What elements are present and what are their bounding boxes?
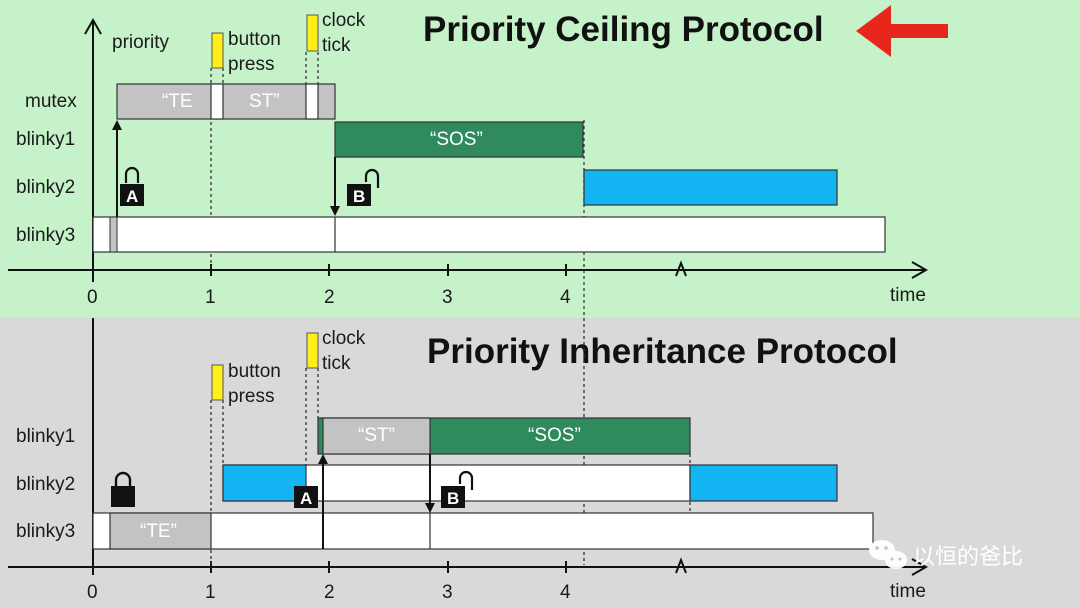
bottom-blinky1-text-b: “SOS” xyxy=(528,425,581,446)
button-press-event-marker xyxy=(211,364,224,401)
bottom-marker-b-text: B xyxy=(447,489,459,508)
top-tick-3: 3 xyxy=(442,287,453,308)
clock-tick-event-marker xyxy=(306,332,319,369)
top-tick-2: 2 xyxy=(324,287,335,308)
bottom-tick-4: 4 xyxy=(560,582,571,603)
top-x-axis-label: time xyxy=(890,285,926,306)
bottom-axis-break xyxy=(675,557,687,574)
top-tick-0: 0 xyxy=(87,287,98,308)
top-marker-a-text: A xyxy=(126,187,138,206)
lock-open-icon xyxy=(364,168,380,188)
top-event-button-line2: press xyxy=(228,54,274,75)
top-panel-background xyxy=(0,0,1080,318)
bottom-title: Priority Inheritance Protocol xyxy=(427,332,898,371)
button-press-event-marker xyxy=(211,32,224,69)
top-blinky3-bar xyxy=(92,216,886,253)
top-event-clock-line2: tick xyxy=(322,35,351,56)
bottom-x-axis-label: time xyxy=(890,581,926,602)
top-row-label-mutex: mutex xyxy=(25,91,77,112)
bottom-row-label-blinky2: blinky2 xyxy=(16,474,75,495)
top-mutex-bar: “TE ST” xyxy=(116,83,336,120)
bottom-event-button-line1: button xyxy=(228,361,281,382)
top-mutex-text-a: “TE xyxy=(162,91,193,112)
top-axis-break xyxy=(675,260,687,277)
bottom-tick-0: 0 xyxy=(87,582,98,603)
bottom-blinky1-bar: “ST” “SOS” xyxy=(317,417,691,455)
watermark-text: 以恒的爸比 xyxy=(913,545,1023,570)
top-y-axis-label: priority xyxy=(112,32,170,53)
bottom-event-clock-line1: clock xyxy=(322,328,366,349)
top-title: Priority Ceiling Protocol xyxy=(423,10,824,49)
top-blinky1-bar xyxy=(334,121,584,158)
top-mutex-text-b: ST” xyxy=(249,91,280,112)
bottom-blinky3-bar: “TE” xyxy=(92,512,874,550)
top-tick-1: 1 xyxy=(205,287,216,308)
bottom-marker-a: A xyxy=(294,486,318,508)
bottom-row-label-blinky1: blinky1 xyxy=(16,426,75,447)
lock-closed-icon xyxy=(124,166,140,183)
top-marker-b-text: B xyxy=(353,187,365,206)
bottom-marker-a-text: A xyxy=(300,489,312,508)
bottom-blinky3-text: “TE” xyxy=(140,521,177,542)
top-marker-a: A xyxy=(120,184,144,206)
padlock-icon xyxy=(111,471,135,507)
clock-tick-event-marker xyxy=(306,14,319,52)
bottom-blinky1-text-a: “ST” xyxy=(358,425,395,446)
top-row-label-blinky1: blinky1 xyxy=(16,129,75,150)
red-arrow-icon xyxy=(856,5,948,57)
top-blinky2-bar xyxy=(583,169,838,206)
bottom-event-clock-line2: tick xyxy=(322,353,351,374)
top-event-clock-line1: clock xyxy=(322,10,366,31)
top-tick-4: 4 xyxy=(560,287,571,308)
bottom-tick-2: 2 xyxy=(324,582,335,603)
bottom-tick-3: 3 xyxy=(442,582,453,603)
top-blinky1-text: “SOS” xyxy=(430,129,483,150)
bottom-row-label-blinky3: blinky3 xyxy=(16,521,75,542)
bottom-event-button-line2: press xyxy=(228,386,274,407)
top-panel: Priority Ceiling Protocol priority time … xyxy=(0,0,1080,318)
wechat-icon xyxy=(869,540,907,569)
wechat-watermark: 以恒的爸比 xyxy=(869,540,1023,570)
top-marker-b: B xyxy=(347,184,371,206)
top-row-label-blinky2: blinky2 xyxy=(16,177,75,198)
bottom-marker-b: B xyxy=(441,486,465,508)
lock-open-icon xyxy=(458,470,474,490)
top-row-label-blinky3: blinky3 xyxy=(16,225,75,246)
top-event-button-line1: button xyxy=(228,29,281,50)
bottom-tick-1: 1 xyxy=(205,582,216,603)
bottom-panel: Priority Inheritance Protocol time 0 1 2… xyxy=(0,318,1080,608)
